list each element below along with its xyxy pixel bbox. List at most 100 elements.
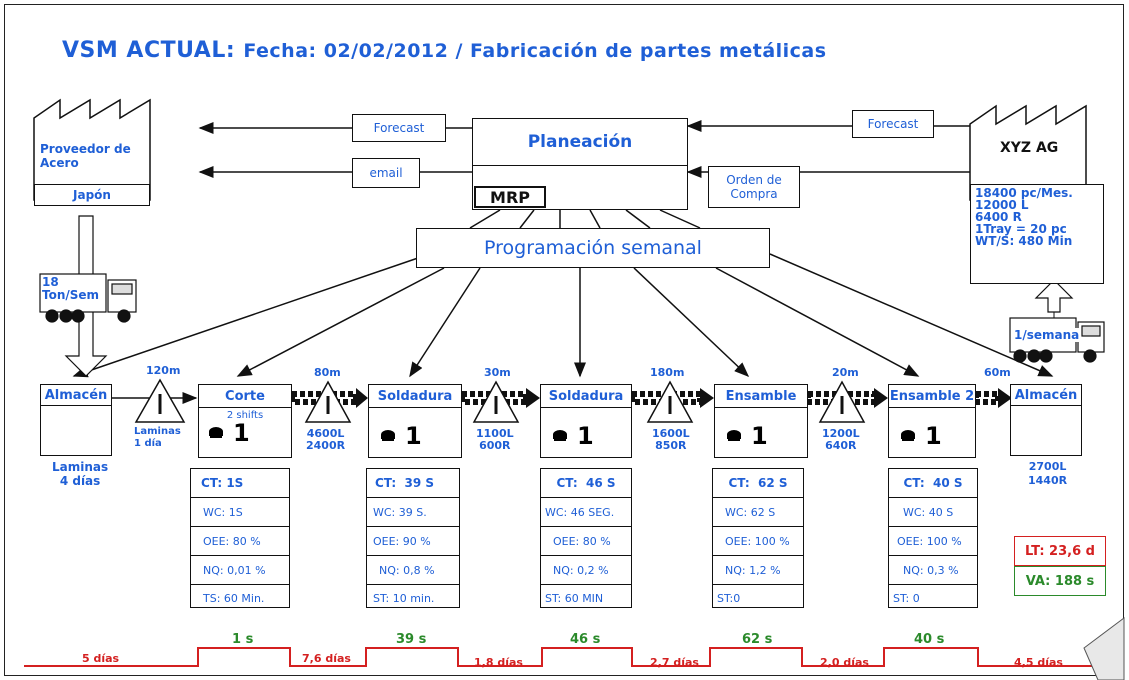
operator-count: 1 — [715, 422, 807, 450]
customer-name: XYZ AG — [1000, 140, 1059, 156]
timeline-line — [24, 647, 1100, 667]
setup-time: ST: 60 MIN — [541, 584, 631, 611]
page-title: VSM ACTUAL: Fecha: 02/02/2012 / Fabricac… — [62, 38, 827, 63]
lead-time-box: LT: 23,6 d — [1014, 536, 1106, 566]
data-box-ensamble-2: CT: 40 S WC: 40 S OEE: 100 % NQ: 0,3 % S… — [888, 468, 978, 608]
process-title: Ensamble 2 — [889, 385, 975, 408]
oee: OEE: 100 % — [713, 526, 803, 555]
operator-icon — [381, 429, 395, 439]
timeline-value-added: 1 s — [232, 632, 254, 647]
operator-icon — [209, 426, 223, 436]
title-main: VSM ACTUAL: — [62, 38, 236, 63]
operator-count: 1 — [889, 422, 975, 450]
nq: NQ: 1,2 % — [713, 555, 803, 584]
process-box-corte: Corte 2 shifts 1 — [198, 384, 292, 458]
timeline-value-added: 46 s — [570, 632, 601, 647]
process-box-soldadura-2: Soldadura 1 — [540, 384, 632, 458]
work-content: WC: 1S — [191, 497, 289, 526]
forecast-left-box: Forecast — [352, 114, 446, 142]
timeline-wait: 5 días — [82, 652, 120, 665]
page-curl-icon — [1083, 617, 1125, 680]
setup-time: TS: 60 Min. — [191, 584, 289, 611]
setup-time: ST:0 — [713, 584, 803, 611]
cycle-time: CT: 62 S — [728, 476, 788, 490]
cycle-time: CT: 1S — [201, 476, 244, 490]
forecast-right-box: Forecast — [852, 110, 934, 138]
nq: NQ: 0,2 % — [541, 555, 631, 584]
inventory-distance: 30m — [484, 366, 511, 379]
customer-demand-box: 18400 pc/Mes. 12000 L 6400 R 1Tray = 20 … — [970, 184, 1104, 284]
supplier-name: Proveedor de Acero — [40, 142, 131, 170]
email-box: email — [352, 158, 420, 188]
data-box-corte: CT: 1S WC: 1S OEE: 80 % NQ: 0,01 % TS: 6… — [190, 468, 290, 608]
supplier-factory-icon — [33, 98, 151, 201]
raw-storage-box: Almacén — [40, 384, 112, 456]
process-box-ensamble-2: Ensamble 2 1 — [888, 384, 976, 458]
oee: OEE: 90 % — [367, 526, 459, 555]
data-box-soldadura-2: CT: 46 S WC: 46 SEG. OEE: 80 % NQ: 0,2 %… — [540, 468, 632, 608]
planning-label: Planeación — [473, 119, 687, 166]
page-border — [4, 4, 1124, 676]
customer-factory-icon — [969, 104, 1087, 201]
work-content: WC: 40 S — [889, 497, 977, 526]
process-title: Soldadura — [369, 385, 461, 408]
supplier-location: Japón — [34, 184, 150, 206]
nq: NQ: 0,8 % — [367, 555, 459, 584]
setup-time: ST: 10 min. — [367, 584, 459, 611]
timeline-value-added: 39 s — [396, 632, 427, 647]
timeline-wait: 4,5 días — [1014, 656, 1063, 669]
inventory-distance: 60m — [984, 366, 1011, 379]
data-box-soldadura-1: CT: 39 S WC: 39 S. OEE: 90 % NQ: 0,8 % S… — [366, 468, 460, 608]
nq: NQ: 0,01 % — [191, 555, 289, 584]
oee: OEE: 100 % — [889, 526, 977, 555]
operator-icon — [901, 429, 915, 439]
work-content: WC: 39 S. — [367, 497, 459, 526]
operator-count: 1 — [541, 422, 631, 450]
process-title: Soldadura — [541, 385, 631, 408]
orden-compra-box: Orden de Compra — [708, 166, 800, 208]
timeline-wait: 2,0 días — [820, 656, 869, 669]
process-box-ensamble: Ensamble 1 — [714, 384, 808, 458]
finished-storage-label: 2700L 1440R — [1028, 460, 1068, 487]
timeline-value-added: 40 s — [914, 632, 945, 647]
inbound-shipment-label: 18 Ton/Sem — [42, 275, 100, 302]
oee: OEE: 80 % — [541, 526, 631, 555]
title-subtitle: Fecha: 02/02/2012 / Fabricación de parte… — [243, 40, 827, 62]
operator-icon — [553, 429, 567, 439]
cycle-time: CT: 46 S — [556, 476, 616, 490]
cycle-time: CT: 39 S — [375, 476, 435, 490]
schedule-box: Programación semanal — [416, 228, 770, 268]
mrp-box: MRP — [474, 186, 546, 208]
raw-storage-label: Laminas 4 días — [52, 460, 109, 488]
process-box-soldadura-1: Soldadura 1 — [368, 384, 462, 458]
timeline-wait: 7,6 días — [302, 652, 351, 665]
outbound-shipment-arrow — [1034, 279, 1074, 313]
operator-icon — [727, 429, 741, 439]
process-title: Corte — [199, 385, 291, 408]
operator-count: 1 — [199, 419, 291, 447]
process-shifts: 2 shifts — [226, 410, 264, 421]
timeline-wait: 1,8 días — [474, 656, 523, 669]
inventory-distance: 180m — [650, 366, 685, 379]
finished-storage-title: Almacén — [1011, 385, 1081, 406]
inventory-distance: 80m — [314, 366, 341, 379]
oee: OEE: 80 % — [191, 526, 289, 555]
work-content: WC: 46 SEG. — [541, 497, 631, 526]
nq: NQ: 0,3 % — [889, 555, 977, 584]
raw-storage-title: Almacén — [41, 385, 111, 406]
value-added-box: VA: 188 s — [1014, 566, 1106, 596]
finished-storage-box: Almacén — [1010, 384, 1082, 456]
data-box-ensamble: CT: 62 S WC: 62 S OEE: 100 % NQ: 1,2 % S… — [712, 468, 804, 608]
outbound-shipment-label: 1/semana — [1014, 328, 1080, 342]
timeline-wait: 2,7 días — [650, 656, 699, 669]
work-content: WC: 62 S — [713, 497, 803, 526]
process-title: Ensamble — [715, 385, 807, 408]
inventory-distance: 120m — [146, 364, 181, 377]
inventory-distance: 20m — [832, 366, 859, 379]
